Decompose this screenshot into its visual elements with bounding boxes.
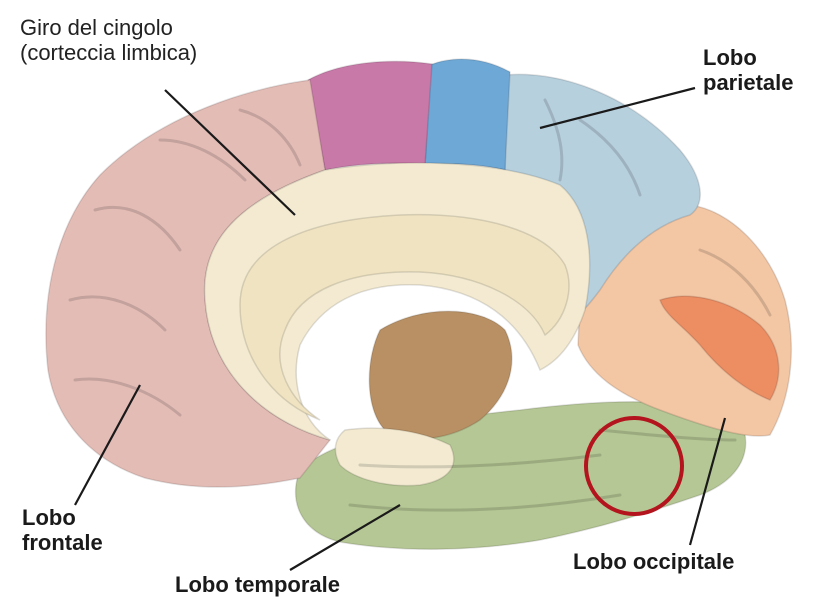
label-parietal-lobe: Lobo parietale bbox=[703, 46, 794, 95]
motor-cortex bbox=[308, 61, 432, 170]
somatosensory-cortex bbox=[425, 59, 510, 170]
label-cingulate-line1: Giro del cingolo bbox=[20, 16, 197, 41]
label-temporal-lobe: Lobo temporale bbox=[175, 573, 340, 598]
label-occipital-lobe: Lobo occipitale bbox=[573, 550, 734, 575]
label-frontal-line1: Lobo bbox=[22, 506, 103, 531]
label-cingulate-gyrus: Giro del cingolo (corteccia limbica) bbox=[20, 16, 197, 65]
label-parietal-line2: parietale bbox=[703, 71, 794, 96]
label-frontal-lobe: Lobo frontale bbox=[22, 506, 103, 555]
label-parietal-line1: Lobo bbox=[703, 46, 794, 71]
label-cingulate-line2: (corteccia limbica) bbox=[20, 41, 197, 66]
label-frontal-line2: frontale bbox=[22, 531, 103, 556]
